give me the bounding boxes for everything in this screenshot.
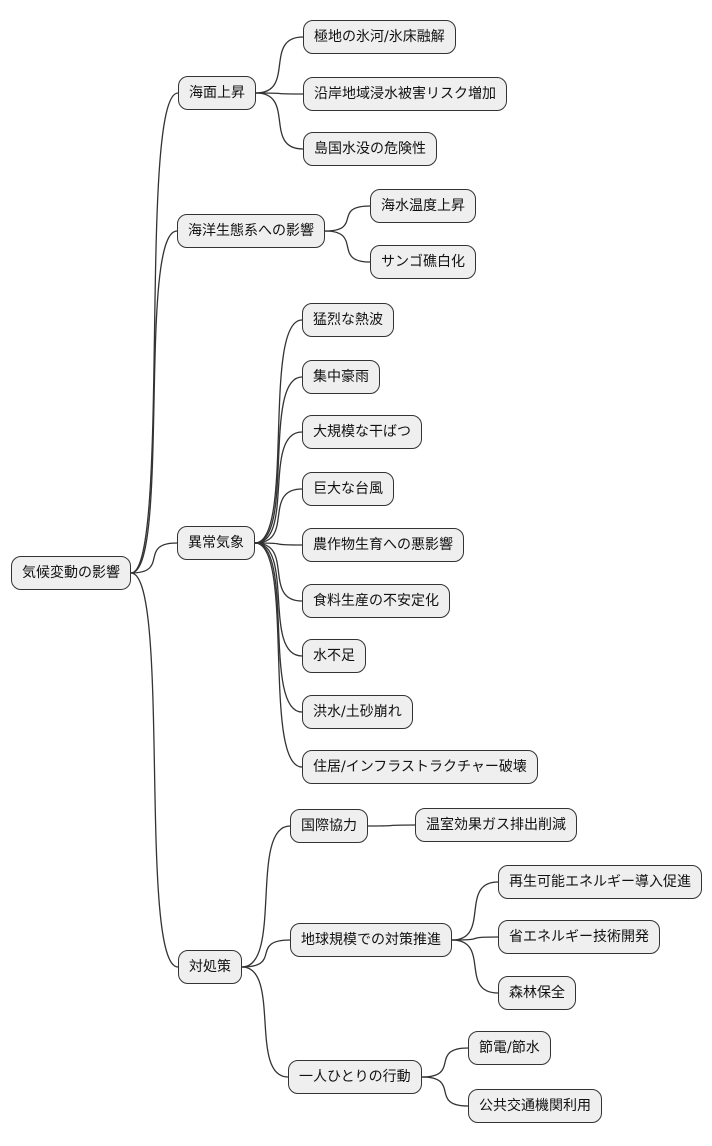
edge-act-1-act-1-1 xyxy=(367,824,416,827)
edge-wx-wx-9 xyxy=(254,542,303,768)
mindmap-node-wx-6: 食料生産の不安定化 xyxy=(302,584,450,618)
mindmap-node-act-2-2: 省エネルギー技術開発 xyxy=(498,920,660,954)
edge-root-wx xyxy=(130,542,178,574)
mindmap-node-sea-3: 島国水没の危険性 xyxy=(303,132,437,166)
edge-wx-wx-2 xyxy=(254,376,303,544)
edge-wx-wx-1 xyxy=(254,319,303,544)
mindmap-node-wx-9: 住居/インフラストラクチャー破壊 xyxy=(302,750,538,784)
edge-act-2-act-2-2 xyxy=(451,936,499,941)
edge-wx-wx-8 xyxy=(254,542,303,713)
mindmap-node-sea-1: 極地の氷河/氷床融解 xyxy=(303,20,456,54)
edge-sea-sea-1 xyxy=(255,36,304,94)
edge-root-sea xyxy=(130,92,179,574)
edge-root-act xyxy=(130,572,179,968)
mindmap-node-wx-4: 巨大な台風 xyxy=(302,472,394,506)
mindmap-node-eco: 海洋生態系への影響 xyxy=(177,214,325,248)
mindmap-node-wx-8: 洪水/土砂崩れ xyxy=(302,695,413,729)
mindmap-node-act-2-3: 森林保全 xyxy=(498,976,576,1010)
mindmap-node-sea-2: 沿岸地域浸水被害リスク増加 xyxy=(303,77,507,111)
mindmap-node-eco-1: 海水温度上昇 xyxy=(370,189,476,223)
mindmap-node-wx-5: 農作物生育への悪影響 xyxy=(302,528,464,562)
mindmap-node-act-2-1: 再生可能エネルギー導入促進 xyxy=(498,865,702,899)
edge-eco-eco-2 xyxy=(324,230,371,263)
mindmap-node-sea: 海面上昇 xyxy=(178,76,256,110)
edge-act-2-act-2-1 xyxy=(451,881,499,941)
edge-act-act-2 xyxy=(241,939,291,968)
edge-act-3-act-3-2 xyxy=(421,1076,469,1107)
edge-wx-wx-7 xyxy=(254,542,303,657)
edge-wx-wx-5 xyxy=(254,542,303,546)
mindmap-node-act-3-2: 公共交通機関利用 xyxy=(468,1089,602,1123)
edge-act-act-3 xyxy=(241,966,289,1078)
mindmap-node-root: 気候変動の影響 xyxy=(11,556,131,590)
mindmap-node-wx-3: 大規模な干ばつ xyxy=(302,415,422,449)
mindmap-node-wx-7: 水不足 xyxy=(302,639,366,673)
edge-wx-wx-3 xyxy=(254,431,303,544)
edge-eco-eco-1 xyxy=(324,205,371,232)
edge-root-eco xyxy=(130,230,178,574)
edge-act-2-act-2-3 xyxy=(451,939,499,994)
mindmap-node-act-1-1: 温室効果ガス排出削減 xyxy=(415,808,577,842)
mindmap-node-wx: 異常気象 xyxy=(177,526,255,560)
edge-sea-sea-3 xyxy=(255,92,304,150)
mindmap-node-act-3-1: 節電/節水 xyxy=(468,1031,551,1065)
mindmap-node-eco-2: サンゴ礁白化 xyxy=(370,245,476,279)
mindmap-node-act-1: 国際協力 xyxy=(290,809,368,843)
mindmap-node-wx-2: 集中豪雨 xyxy=(302,360,380,394)
edge-wx-wx-4 xyxy=(254,488,303,544)
edge-wx-wx-6 xyxy=(254,542,303,602)
edge-sea-sea-2 xyxy=(255,92,304,95)
mindmap-node-act: 対処策 xyxy=(178,950,242,984)
mindmap-node-act-2: 地球規模での対策推進 xyxy=(290,923,452,957)
edge-act-act-1 xyxy=(241,825,291,968)
mindmap-node-act-3: 一人ひとりの行動 xyxy=(288,1060,422,1094)
edge-act-3-act-3-1 xyxy=(421,1047,469,1078)
mindmap-node-wx-1: 猛烈な熱波 xyxy=(302,303,394,337)
